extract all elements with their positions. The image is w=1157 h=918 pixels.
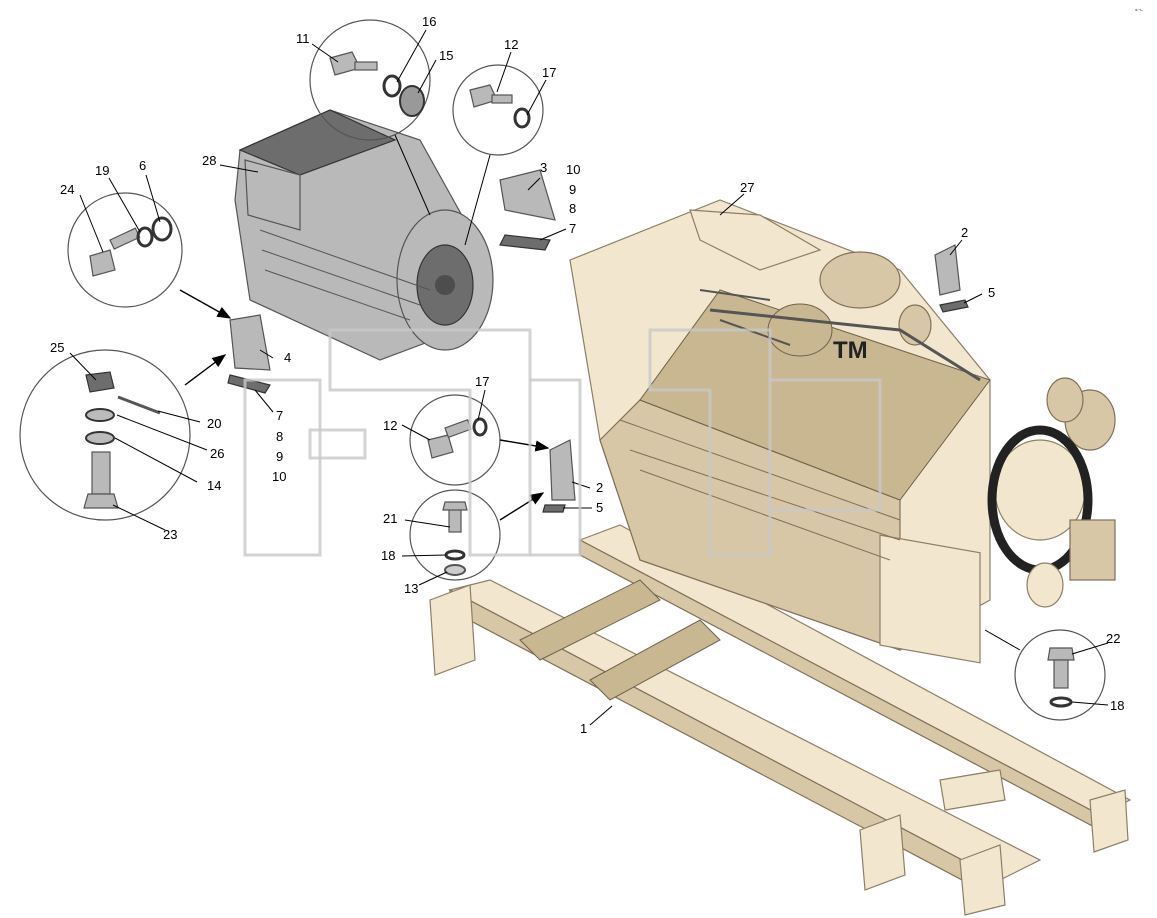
callout-label-16: 16	[422, 14, 436, 29]
callout-label-4: 4	[284, 350, 291, 365]
callout-label-12-top: 12	[504, 37, 518, 52]
callout-label-27: 27	[740, 180, 754, 195]
callout-label-25: 25	[50, 340, 64, 355]
callout-label-28: 28	[202, 153, 216, 168]
callout-label-7-top: 7	[569, 221, 576, 236]
base-frame	[429, 524, 1132, 916]
callout-label-2-lower: 2	[596, 480, 603, 495]
mounting-bracket-2-lower	[542, 439, 576, 513]
callout-label-12-middle: 12	[383, 418, 397, 433]
callout-label-15: 15	[439, 48, 453, 63]
detail-callout-22-18	[1014, 629, 1106, 721]
callout-label-14: 14	[207, 478, 221, 493]
detail-callout-11-16-15	[309, 19, 431, 141]
callout-label-8-left: 8	[276, 429, 283, 444]
callout-label-17-middle: 17	[475, 374, 489, 389]
watermark: TM	[243, 328, 882, 557]
callout-label-10-left: 10	[272, 469, 286, 484]
detail-callout-12-17-top	[452, 64, 544, 156]
callout-label-23: 23	[163, 527, 177, 542]
callout-label-5-upper: 5	[988, 285, 995, 300]
callout-label-6: 6	[139, 158, 146, 173]
connector-lines	[179, 134, 1021, 651]
detail-callout-25-26-14-23	[19, 349, 191, 521]
callout-label-11: 11	[296, 31, 310, 46]
engine-block	[569, 199, 1116, 664]
callout-label-20: 20	[207, 416, 221, 431]
mounting-bracket-4	[227, 314, 271, 394]
generator-housing	[234, 109, 494, 361]
callout-label-24: 24	[60, 182, 74, 197]
callout-labels: 1 2 2 3 4 5 5 6 7 7 8 8 9 9 10 10 11 12 …	[50, 14, 1124, 736]
callout-label-1: 1	[580, 721, 587, 736]
corner-mark: ° ̈⁻	[1135, 8, 1144, 16]
callout-label-17-top: 17	[542, 65, 556, 80]
callout-label-26: 26	[210, 446, 224, 461]
callout-label-10-top: 10	[566, 162, 580, 177]
callout-label-22: 22	[1106, 631, 1120, 646]
mounting-bracket-3	[499, 169, 556, 251]
callout-label-2-upper: 2	[961, 225, 968, 240]
callout-label-5-lower: 5	[596, 500, 603, 515]
callout-label-8-top: 8	[569, 201, 576, 216]
callout-label-21: 21	[383, 511, 397, 526]
callout-label-19: 19	[95, 163, 109, 178]
callout-label-7-left: 7	[276, 408, 283, 423]
detail-callout-24-19-6	[67, 192, 183, 308]
mounting-bracket-2-upper	[934, 244, 969, 313]
callout-label-18-middle: 18	[381, 548, 395, 563]
callout-label-18-right: 18	[1110, 698, 1124, 713]
callout-label-3: 3	[540, 160, 547, 175]
watermark-tm-text: TM	[833, 337, 868, 364]
detail-callout-21-18-13	[409, 489, 501, 581]
callout-label-13: 13	[404, 581, 418, 596]
callout-label-9-left: 9	[276, 449, 283, 464]
detail-callout-12-17-middle	[409, 394, 501, 486]
callout-label-9-top: 9	[569, 182, 576, 197]
